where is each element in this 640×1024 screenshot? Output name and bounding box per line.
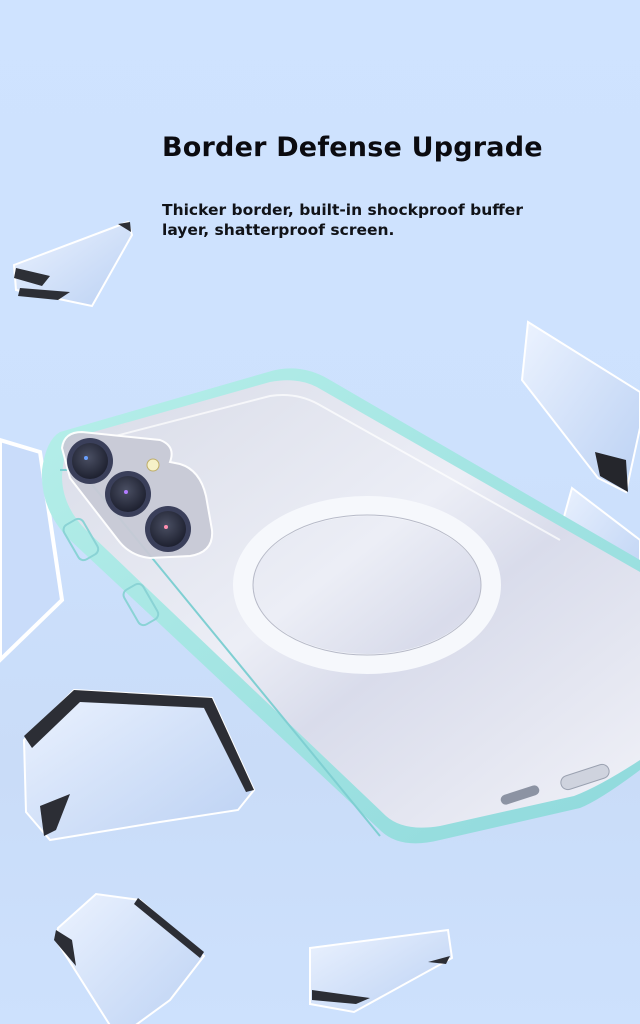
feature-description: Thicker border, built-in shockproof buff… [162,201,523,239]
camera-lens-2 [105,471,151,517]
camera-lens-1 [67,438,113,484]
side-buttons [62,517,160,627]
glass-pane-left [0,437,65,663]
bottom-ports [500,763,610,805]
magnetic-ring-icon [233,496,501,674]
glass-shard-bottom-mid [309,928,454,1014]
glass-shard-top-left [12,220,134,308]
camera-lens-3 [145,506,191,552]
flash-icon [146,458,160,472]
camera-module [60,430,214,560]
glass-shard-bottom-left [54,892,206,1024]
headline: Border Defense Upgrade [162,132,543,163]
glass-shard-lower-left [22,688,256,842]
glass-shard-right-top [520,320,640,494]
